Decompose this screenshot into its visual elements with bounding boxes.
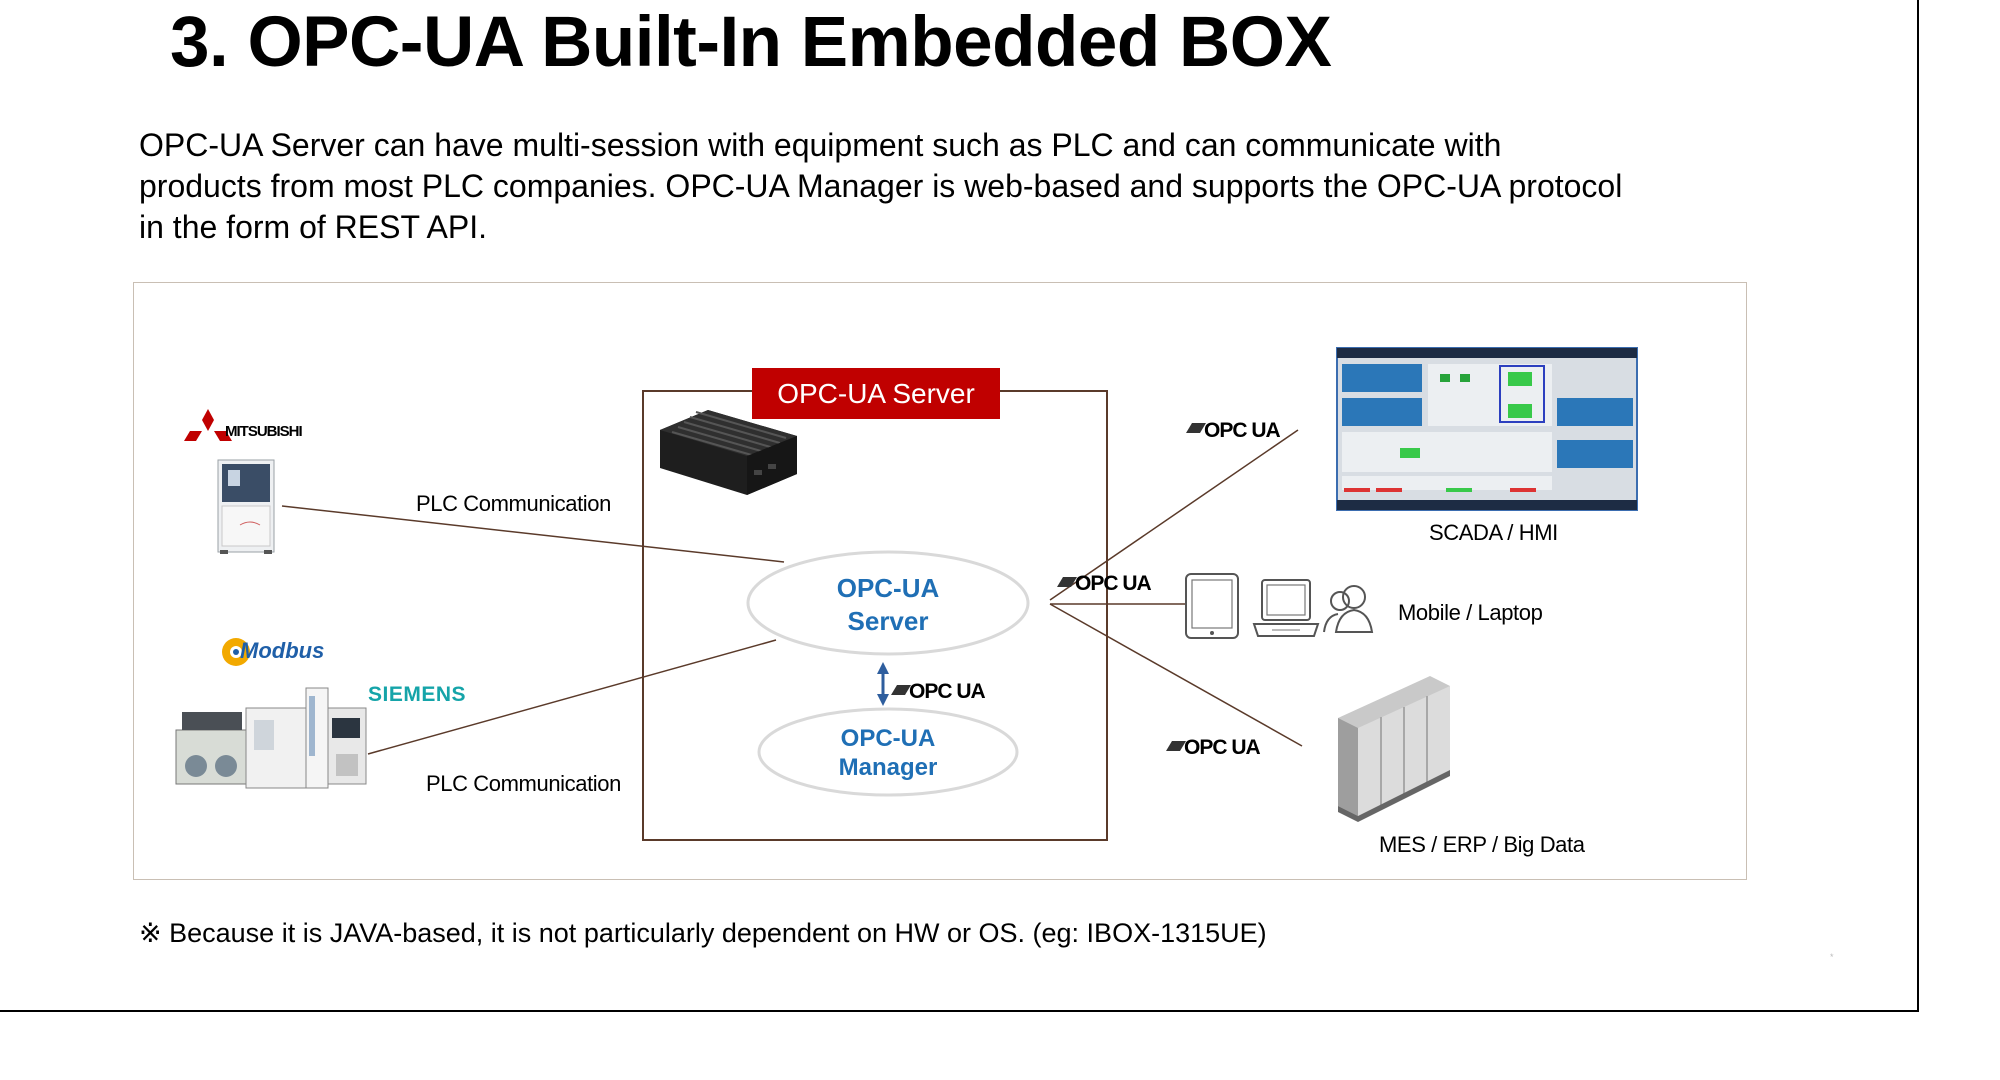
opc-ua-logo-scada: OPC UA [1204, 419, 1281, 442]
mes-erp-bigdata-label: MES / ERP / Big Data [1379, 832, 1585, 857]
scada-screen-image [1336, 347, 1638, 511]
slide-title: 3. OPC-UA Built-In Embedded BOX [170, 3, 1332, 82]
industrial-machines-image [175, 687, 367, 789]
server-cabinet-image [1338, 676, 1450, 822]
opc-ua-logo-swoosh [891, 423, 1206, 751]
plc-communication-label-top: PLC Communication [416, 491, 611, 516]
slide-frame-bottom [0, 1010, 1919, 1012]
scada-link [1049, 429, 1299, 601]
tablet-icon [1185, 573, 1239, 639]
opc-ua-logo-manager: OPC UA [909, 680, 986, 703]
scada-hmi-label: SCADA / HMI [1429, 520, 1558, 545]
opc-ua-logo-mes: OPC UA [1184, 736, 1261, 759]
mitsubishi-logo-icon [184, 409, 232, 441]
opc-ua-server-tag: OPC-UA Server [752, 368, 1000, 419]
siemens-logo-text: SIEMENS [368, 683, 467, 706]
mes-link [1049, 603, 1303, 747]
plc-link-top [281, 505, 785, 563]
laptop-icon [1252, 579, 1320, 637]
opc-ua-server-text: OPC-UA Server [836, 573, 940, 636]
opc-manager-ellipse [757, 707, 1019, 797]
plc-link-bottom [367, 639, 777, 755]
modbus-logo-icon [222, 638, 250, 666]
opc-ua-manager-node: OPC-UA Manager [768, 724, 1008, 782]
embedded-box-image [660, 410, 797, 495]
footnote: ※ Because it is JAVA-based, it is not pa… [139, 918, 1267, 948]
opc-server-ellipse [746, 550, 1030, 656]
modbus-logo-text: Modbus [240, 638, 325, 663]
intro-paragraph: OPC-UA Server can have multi-session wit… [139, 127, 1623, 245]
opc-ua-manager-text: OPC-UA Manager [838, 725, 938, 781]
plc-communication-label-bottom: PLC Communication [426, 771, 621, 796]
bidirectional-arrow-icon [877, 662, 889, 706]
users-icon [1323, 585, 1374, 633]
mitsubishi-logo-text: MITSUBISHI [225, 423, 303, 440]
page-mark: * [1830, 952, 1834, 962]
opc-ua-server-node: OPC-UA Server [748, 572, 1028, 638]
mitsubishi-machine-image [217, 459, 275, 554]
opc-ua-logo-mobile: OPC UA [1075, 572, 1152, 595]
mobile-laptop-label: Mobile / Laptop [1398, 600, 1543, 625]
slide-frame-right [1917, 0, 1919, 1011]
